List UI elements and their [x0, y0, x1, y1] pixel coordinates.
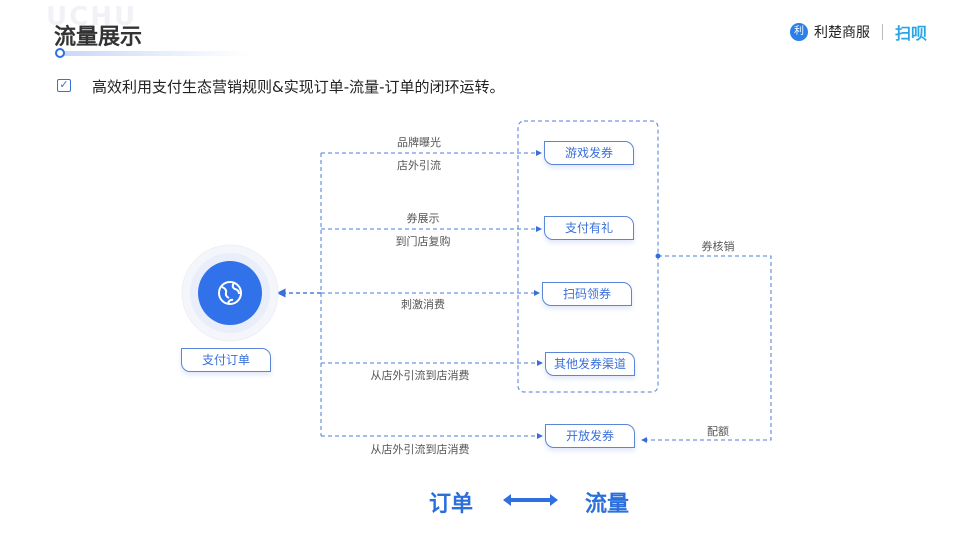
flow-label: 店外引流 — [397, 159, 441, 172]
flow-label: 刺激消费 — [401, 298, 445, 311]
traffic-label: 流量 — [585, 492, 630, 517]
channel-other: 其他发券渠道 — [545, 352, 635, 376]
checkbox-icon: ✓ — [57, 79, 71, 92]
flow-label: 从店外引流到店消费 — [370, 369, 470, 382]
flow-label: 到门店复购 — [395, 235, 451, 248]
title-dot — [55, 48, 65, 58]
globe-icon — [218, 281, 242, 305]
flow-label: 从店外引流到店消费 — [370, 443, 470, 456]
double-arrow-icon — [503, 494, 558, 506]
channel-pay-gift: 支付有礼 — [544, 216, 634, 240]
verify-label: 券核销 — [701, 240, 735, 253]
flow-label: 品牌曝光 — [397, 136, 441, 149]
pay-order-node: 支付订单 — [181, 348, 271, 372]
logo-name: 利楚商服 — [814, 25, 870, 41]
channel-open-coupon: 开放发券 — [545, 424, 635, 448]
flow-label: 券展示 — [406, 212, 440, 225]
logo-divider — [882, 24, 883, 40]
brand-logo: 利 利楚商服 扫呗 — [790, 20, 927, 44]
logo-icon: 利 — [790, 23, 808, 41]
quota-label: 配额 — [707, 425, 729, 438]
order-label: 订单 — [429, 492, 474, 517]
watermark: UCHU — [46, 2, 138, 32]
page-title: 流量展示 — [54, 25, 143, 50]
subtitle: 高效利用支付生态营销规则&实现订单-流量-订单的闭环运转。 — [92, 78, 505, 96]
title-underline — [60, 51, 250, 56]
channel-scan-coupon: 扫码领券 — [542, 282, 632, 306]
logo-brand: 扫呗 — [895, 24, 928, 43]
channel-game-coupon: 游戏发券 — [544, 141, 634, 165]
